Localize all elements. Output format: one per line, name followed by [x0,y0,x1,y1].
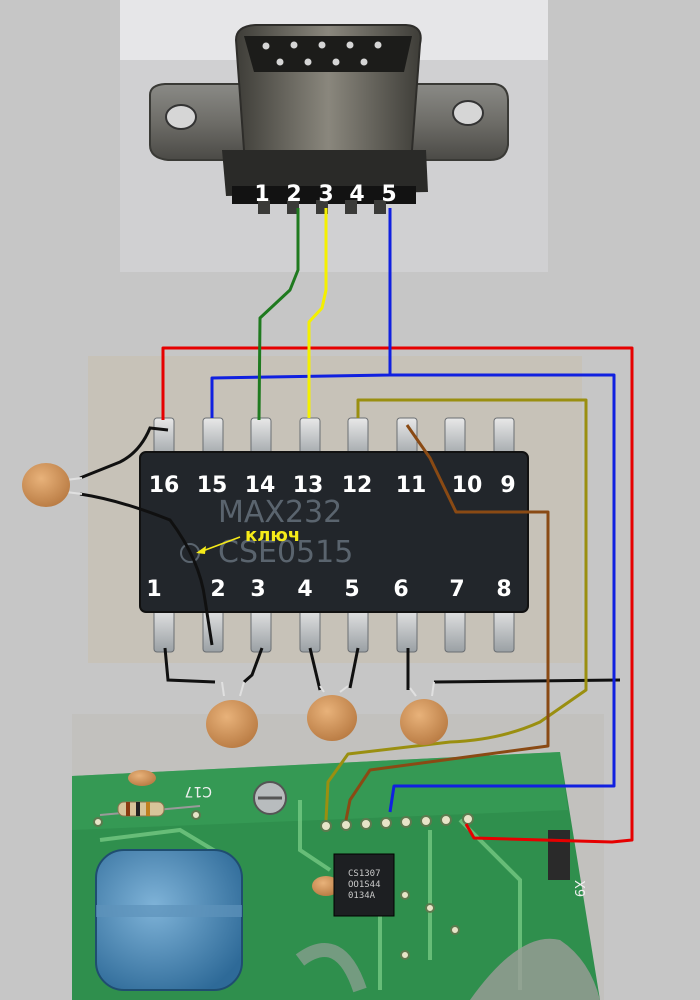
chip-pin-label: 13 [293,473,324,498]
small-capacitor-icon [128,770,156,786]
connector-pin-label: 4 [349,182,364,207]
board-side-connector [548,830,570,880]
board-ic-marking-line2: OO1S44 [348,880,381,890]
db9-connector-photo [120,0,548,272]
chip-pin-label: 16 [149,473,180,498]
chip-pin-label: 6 [393,577,408,602]
wire-yellow [307,208,328,418]
connector-pin-label: 2 [286,182,301,207]
screw-icon [253,781,287,815]
chip-top-pin-labels: 16 15 14 13 12 11 10 9 [149,473,516,498]
chip-pin-label: 9 [500,473,515,498]
chip-pin-label: 2 [210,577,225,602]
board-ceramic-capacitor-icon [312,876,340,896]
capacitors [22,463,448,748]
connector-pin-label: 1 [254,182,269,207]
mount-hole-right [452,100,484,126]
connector-pin-label: 3 [318,182,333,207]
max232-chip-photo: MAX232 CSE0515 [88,356,582,663]
wire-red [161,346,634,844]
wires [161,208,634,844]
chip-pin-label: 1 [146,577,161,602]
key-label: ключ [245,525,300,546]
resistor-icon [99,801,201,817]
chip-pin-label: 11 [396,473,427,498]
chip-body [139,451,529,613]
key-arrow [199,536,241,553]
silkscreen-c17: C17 [184,783,212,799]
wire-green [257,208,300,421]
wire-olive [324,398,588,821]
capacitor-left [22,463,83,507]
board-ic-marking-line3: 0134A [348,891,376,901]
chip-pin-label: 5 [344,577,359,602]
connector-pin-labels: 1 2 3 4 5 [254,182,396,207]
chip-pin-label: 14 [245,473,276,498]
mount-hole-left [165,104,197,130]
chip-marking-line2: CSE0515 [218,535,353,570]
socket-holes [262,41,382,66]
board-ic-marking-line1: CS1307 [348,869,381,879]
wire-blue [210,208,616,813]
chip-pin-label: 15 [197,473,228,498]
pcb-pads [93,810,474,960]
chip-pin-label: 12 [342,473,373,498]
connector-pin-label: 5 [381,182,396,207]
chip-pin-label: 7 [449,577,464,602]
capacitor-1 [206,681,258,748]
silkscreen-x9: X9 [571,880,586,897]
capacitor-3 [400,681,448,745]
blue-capacitor-icon [95,849,243,991]
chip-bottom-pin-labels: 1 2 3 4 5 6 7 8 [146,577,511,602]
capacitor-2 [307,685,357,741]
black-wires [79,426,621,691]
wire-brown [344,424,550,821]
key-annotation: ключ [196,525,300,554]
chip-pin-label: 10 [452,473,483,498]
board-ic: CS1307 OO1S44 0134A [333,853,395,917]
pcb-photo: C17 X9 CS1307 OO1S44 0134A [72,714,604,1000]
chip-pin-label: 3 [250,577,265,602]
chip-pin-label: 8 [496,577,511,602]
chip-bottom-pins [153,605,515,653]
chip-pin-label: 4 [297,577,312,602]
chip-marking-line1: MAX232 [218,495,342,530]
